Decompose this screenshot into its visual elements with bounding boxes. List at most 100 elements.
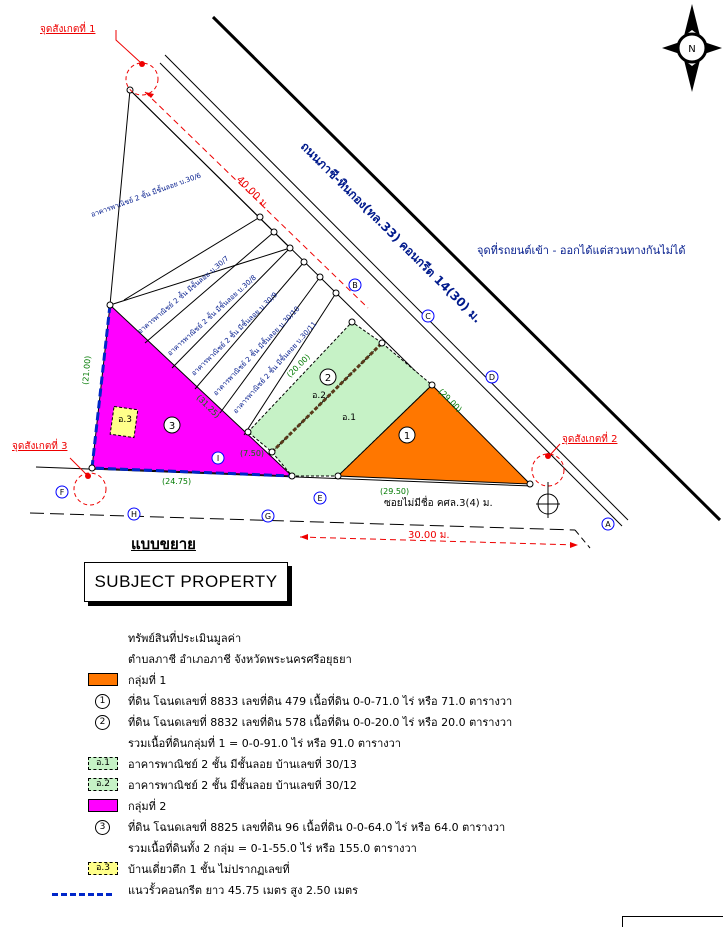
building-label-o2: อ.2 — [312, 391, 326, 401]
road-edge-outer — [211, 15, 722, 522]
plot-number-1: 1 — [404, 431, 410, 442]
building-div — [219, 276, 321, 414]
plot-circle-1 — [398, 426, 416, 444]
building-row-30-6 — [109, 88, 291, 306]
legend-text: รวมเนื้อที่ดินกลุ่มที่ 1 = 0-0-91.0 ไร่ … — [128, 737, 401, 750]
view-marker-b: B — [348, 278, 362, 292]
svg-text:C: C — [425, 312, 431, 321]
legend-symbol — [88, 841, 118, 856]
legend-symbol: อ.3 — [88, 862, 118, 877]
svg-text:F: F — [60, 488, 65, 497]
site-map: N B C D I E F H G A 3 2 1 อ.2 อ.1 อ.3 ถน… — [12, 4, 722, 549]
legend-text: รวมเนื้อที่ดินทั้ง 2 กลุ่ม = 0-1-55.0 ไร… — [128, 842, 417, 855]
plot-1-group-1 — [336, 384, 532, 485]
svg-text:G: G — [265, 512, 271, 521]
legend-text: บ้านเดี่ยวตึก 1 ชั้น ไม่ปรากฏเลขที่ — [128, 863, 290, 876]
distance-label-40: 40.00 ม. — [234, 174, 271, 211]
view-marker-c: C — [421, 309, 435, 323]
legend-symbol: อ.1 — [88, 757, 118, 772]
legend-item: 2 ที่ดิน โฉนดเลขที่ 8832 เลขที่ดิน 578 เน… — [88, 712, 708, 733]
soi-name: ซอยไม่มีชื่อ คศล.3(4) ม. — [384, 495, 493, 509]
legend-item: รวมเนื้อที่ดินกลุ่มที่ 1 = 0-0-91.0 ไร่ … — [88, 733, 708, 754]
legend-text: อาคารพาณิชย์ 2 ชั้น มีชั้นลอย บ้านเลขที่… — [128, 758, 357, 771]
svg-text:H: H — [131, 510, 137, 519]
observation-point-1 — [125, 62, 159, 96]
edge-label: (29.50) — [380, 487, 409, 496]
building-div — [171, 247, 291, 369]
svg-text:B: B — [352, 281, 358, 290]
distance-30-arrow — [299, 536, 579, 546]
legend-item: รวมเนื้อที่ดินทั้ง 2 กลุ่ม = 0-1-55.0 ไร… — [88, 838, 708, 859]
view-marker-f: F — [55, 485, 69, 499]
building-div — [194, 261, 305, 390]
plot-number-3: 3 — [169, 421, 175, 432]
road-name: ถนนภาชี-หินกอง(ทล.33) คอนกรีต 14(30) ม. — [298, 139, 484, 325]
view-marker-d: D — [485, 370, 499, 384]
north-label: N — [688, 44, 695, 55]
building-div — [243, 292, 337, 436]
distance-40-arrow — [144, 91, 369, 309]
distance-label-30: 30.00 ม. — [408, 530, 450, 541]
plot-circle-2 — [319, 368, 337, 386]
legend-text: ที่ดิน โฉนดเลขที่ 8833 เลขที่ดิน 479 เนื… — [128, 695, 513, 708]
legend-item: อ.3 บ้านเดี่ยวตึก 1 ชั้น ไม่ปรากฏเลขที่ — [88, 859, 708, 880]
plot-number-2: 2 — [325, 373, 331, 384]
legend-symbol: 2 — [88, 715, 118, 730]
view-marker-e: E — [313, 491, 327, 505]
legend-text: ที่ดิน โฉนดเลขที่ 8825 เลขที่ดิน 96 เนื้… — [128, 821, 506, 834]
view-marker-g: G — [261, 509, 275, 523]
legend-text: แนวรั้วคอนกรีต ยาว 45.75 เมตร สูง 2.50 เ… — [128, 884, 359, 897]
legend-symbol — [88, 673, 118, 688]
building-div — [144, 231, 275, 344]
svg-text:E: E — [317, 494, 322, 503]
legend-location: ตำบลภาชี อำเภอภาชี จังหวัดพระนครศรีอยุธย… — [128, 653, 352, 666]
observation-label-3: จุดสังเกตที่ 3 — [12, 438, 67, 452]
legend-item: กลุ่มที่ 2 — [88, 796, 708, 817]
legend-symbol: 3 — [88, 820, 118, 835]
leader-line — [549, 443, 561, 456]
edge-label: (24.75) — [162, 477, 191, 486]
plot-circle-3 — [163, 416, 181, 434]
soi-corner — [574, 529, 591, 549]
svg-text:I: I — [217, 454, 219, 463]
legend-symbol: อ.2 — [88, 778, 118, 793]
building-label-30-6: อาคารพาณิชย์ 2 ชั้น มีชั้นลอย บ.30/6 — [89, 169, 203, 219]
view-marker-h: H — [127, 507, 141, 521]
building-div — [123, 216, 261, 301]
legend-symbol — [88, 736, 118, 751]
legend-item: 1 ที่ดิน โฉนดเลขที่ 8833 เลขที่ดิน 479 เน… — [88, 691, 708, 712]
enlarged-drawing-label: แบบขยาย — [131, 535, 196, 553]
house-label-o3: อ.3 — [118, 415, 132, 425]
svg-text:D: D — [489, 373, 495, 382]
legend-item: 3 ที่ดิน โฉนดเลขที่ 8825 เลขที่ดิน 96 เนื… — [88, 817, 708, 838]
legend-text: ที่ดิน โฉนดเลขที่ 8832 เลขที่ดิน 578 เนื… — [128, 716, 513, 729]
legend-item: อ.1 อาคารพาณิชย์ 2 ชั้น มีชั้นลอย บ้านเลข… — [88, 754, 708, 775]
observation-label-1: จุดสังเกตที่ 1 — [40, 21, 95, 35]
house-o3 — [109, 405, 139, 439]
arrow-head — [145, 92, 154, 98]
entrance-note: จุดที่รถยนต์เข้า - ออกได้แต่สวนทางกันไม่… — [477, 242, 686, 257]
legend-item: แนวรั้วคอนกรีต ยาว 45.75 เมตร สูง 2.50 เ… — [52, 880, 708, 901]
edge-label: (21.00) — [81, 355, 93, 385]
legend-symbol — [52, 883, 118, 898]
legend-item: กลุ่มที่ 1 — [88, 670, 708, 691]
leader-line — [115, 30, 141, 63]
legend-symbol — [88, 799, 118, 814]
plot-divider — [270, 341, 384, 454]
building-label-30-9: อาคารพาณิชย์ 2 ชั้น มีชั้นลอย บ.30/9 — [188, 289, 279, 378]
soi-edge-bottom — [29, 512, 576, 531]
soi-edge-top — [35, 466, 533, 487]
legend-heading: ทรัพย์สินที่ประเมินมูลค่า — [128, 632, 242, 645]
north-arrow-icon: N — [662, 4, 722, 92]
subject-property-title: SUBJECT PROPERTY — [84, 562, 288, 602]
road-edge-inner — [164, 54, 629, 521]
legend-text: กลุ่มที่ 2 — [128, 800, 167, 813]
legend-symbol: 1 — [88, 694, 118, 709]
page-corner-frame — [622, 916, 723, 927]
legend-items: กลุ่มที่ 1 1 ที่ดิน โฉนดเลขที่ 8833 เลขที่… — [52, 670, 708, 901]
observation-label-2: จุดสังเกตที่ 2 — [562, 431, 617, 445]
view-marker-a: A — [601, 517, 615, 531]
svg-text:A: A — [605, 520, 611, 529]
legend-text: กลุ่มที่ 1 — [128, 674, 167, 687]
